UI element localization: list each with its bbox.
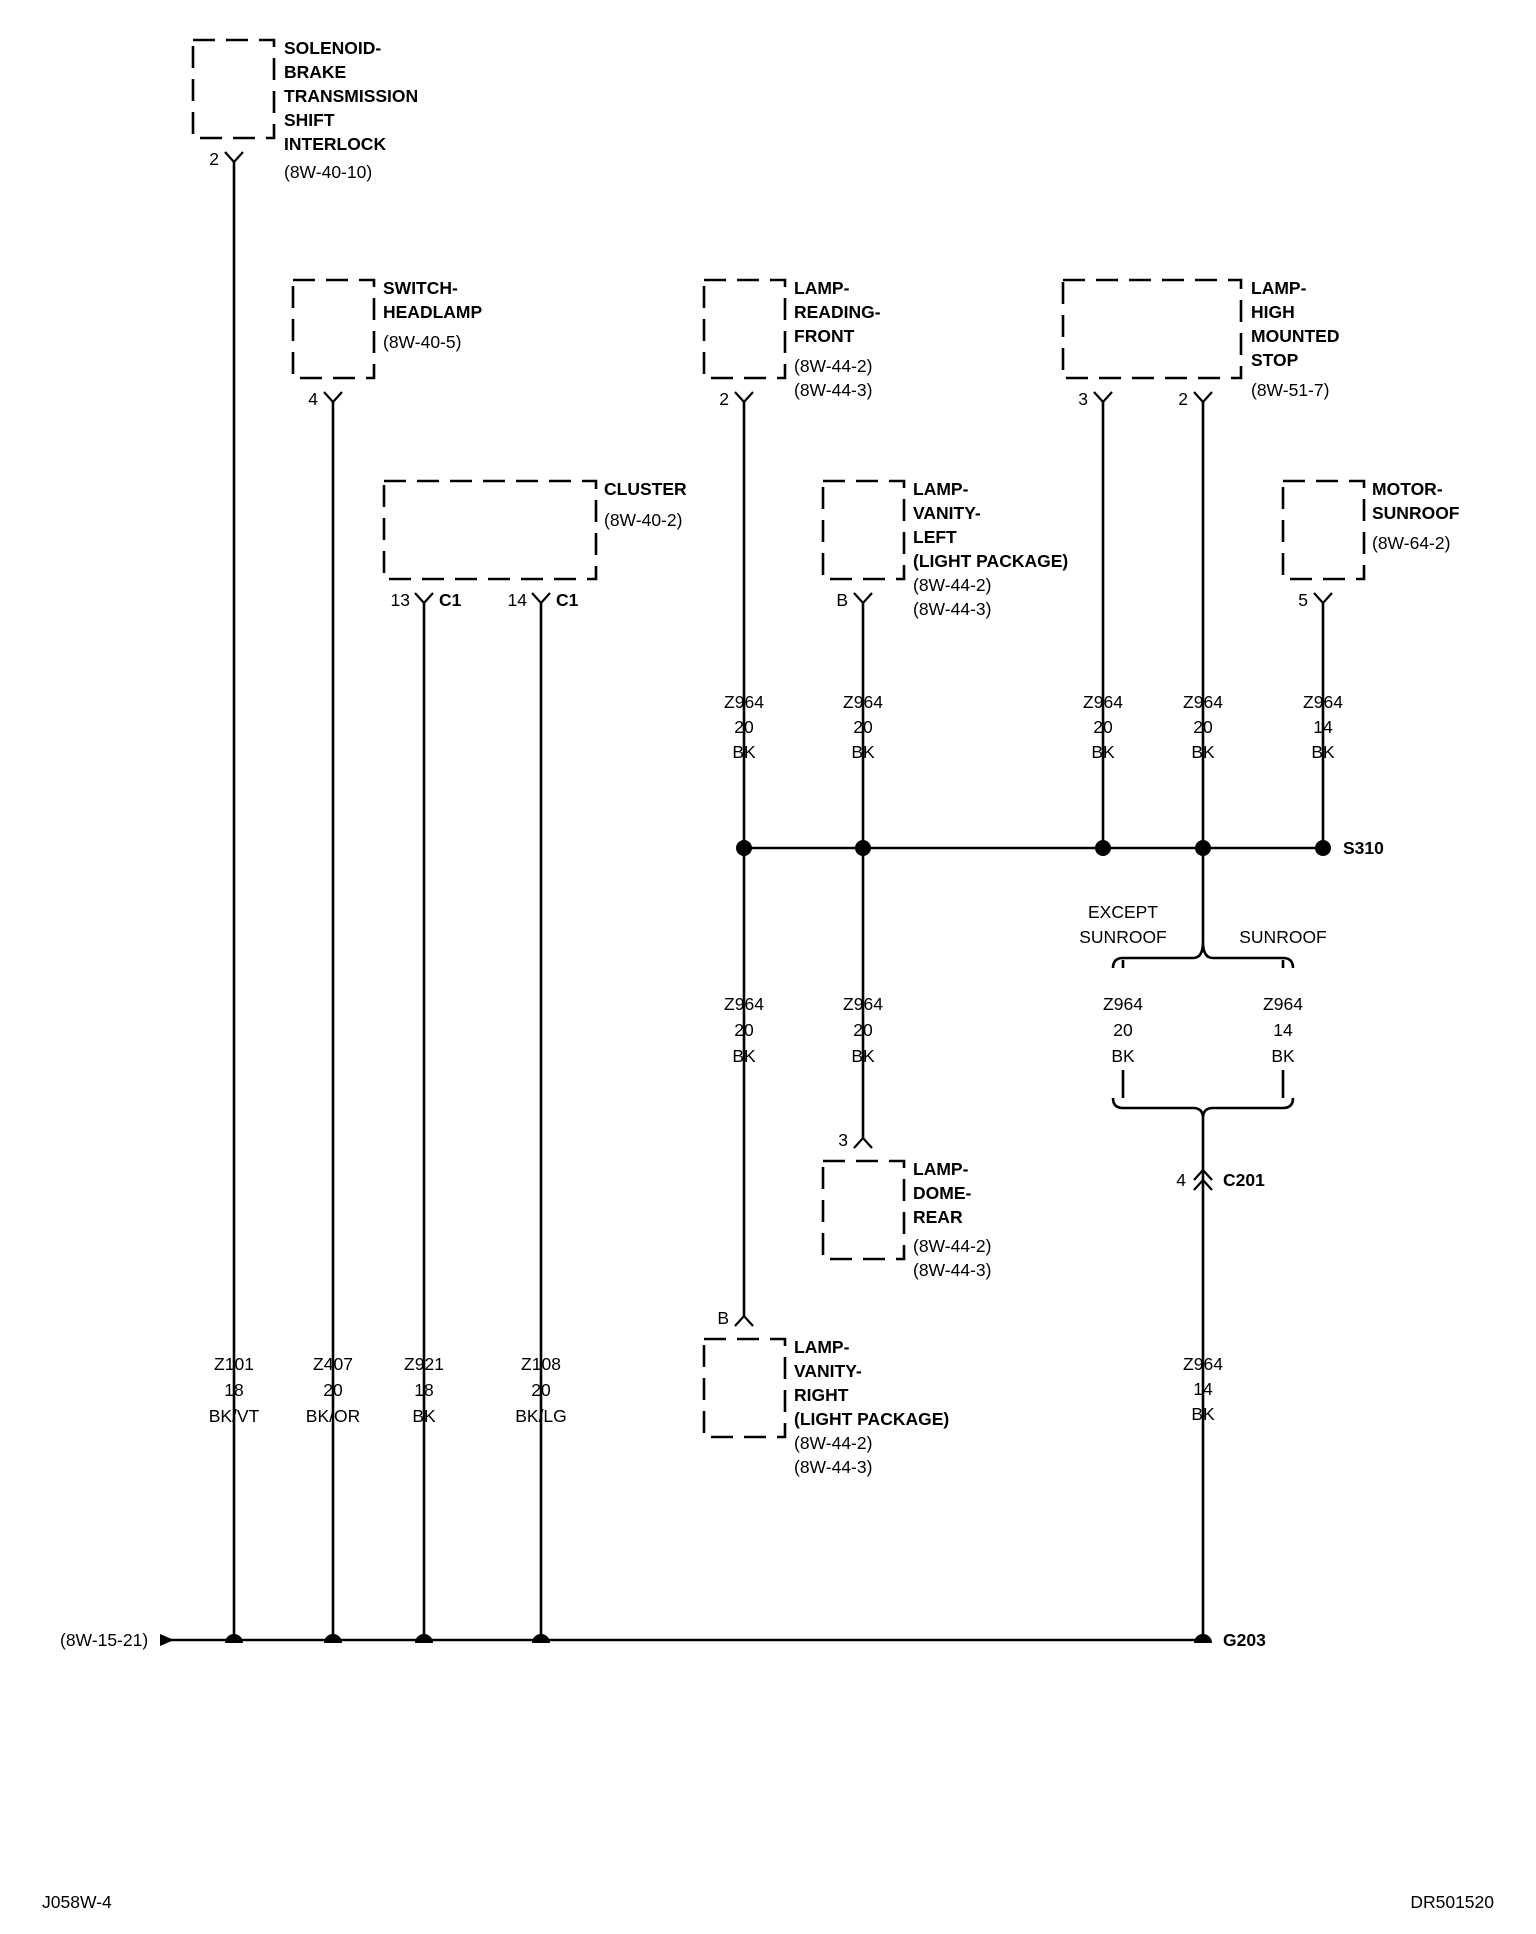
headlamp-switch-label: SWITCH- HEADLAMP — [383, 278, 482, 322]
pin-symbol — [531, 592, 551, 605]
reading-lamp-front-box — [702, 278, 787, 380]
splice-dot — [1315, 840, 1331, 856]
pin-symbol — [1093, 391, 1113, 404]
splice-dots — [736, 840, 1331, 856]
pin-symbol — [1193, 391, 1213, 404]
vanity-lamp-left-label: LAMP- VANITY- LEFT (LIGHT PACKAGE) — [913, 479, 1068, 571]
shift-interlock-box — [191, 38, 276, 140]
pin-symbol — [224, 151, 244, 164]
ground-eyelet — [225, 1634, 243, 1643]
connector-pin-label: 4 — [1176, 1170, 1186, 1190]
ground-ref-label: (8W-15-21) — [60, 1630, 148, 1650]
vanity-lamp-right-ref: (8W-44-2) (8W-44-3) — [794, 1433, 877, 1477]
ground-arrow-icon — [160, 1634, 174, 1646]
ground-eyelet — [324, 1634, 342, 1643]
dome-lamp-rear-label: LAMP- DOME- REAR — [913, 1159, 976, 1227]
option-bracket-bottom — [1111, 1097, 1295, 1119]
pin-symbol — [734, 1314, 754, 1327]
ground-eyelet — [1194, 1634, 1212, 1643]
shift-interlock-label: SOLENOID- BRAKE TRANSMISSION SHIFT INTER… — [284, 38, 423, 154]
footer-left: J058W-4 — [42, 1892, 112, 1912]
cluster-ref: (8W-40-2) — [604, 510, 682, 530]
sunroof-motor-label: MOTOR- SUNROOF — [1372, 479, 1460, 523]
wires — [170, 162, 1325, 1642]
dome-lamp-rear-box — [821, 1159, 906, 1261]
splice-dot — [1195, 840, 1211, 856]
pin-label: 2 — [209, 149, 219, 169]
cluster-label: CLUSTER — [604, 479, 687, 499]
splice-label: S310 — [1343, 838, 1384, 858]
connector-label: C1 — [439, 590, 462, 610]
cluster-box — [382, 479, 598, 581]
vanity-lamp-left-ref: (8W-44-2) (8W-44-3) — [913, 575, 996, 619]
ground-label: G203 — [1223, 1630, 1266, 1650]
reading-lamp-front-ref: (8W-44-2) (8W-44-3) — [794, 356, 877, 400]
shift-interlock-ref: (8W-40-10) — [284, 162, 372, 182]
sunroof-motor-ref: (8W-64-2) — [1372, 533, 1450, 553]
pin-symbol — [323, 391, 343, 404]
footer-right: DR501520 — [1410, 1892, 1494, 1912]
pin-label: 3 — [1078, 389, 1088, 409]
pin-label: 3 — [838, 1130, 848, 1150]
sunroof-motor-box — [1281, 479, 1366, 581]
pin-label: 2 — [1178, 389, 1188, 409]
headlamp-switch-ref: (8W-40-5) — [383, 332, 461, 352]
option-bracket-top — [1111, 941, 1295, 969]
pin-label: 13 — [391, 590, 410, 610]
pin-symbol — [414, 592, 434, 605]
high-mounted-stop-box — [1061, 278, 1243, 380]
splice-dot — [1095, 840, 1111, 856]
headlamp-switch-box — [291, 278, 376, 380]
pin-label: 4 — [308, 389, 318, 409]
splice-dot — [736, 840, 752, 856]
dome-lamp-rear-ref: (8W-44-2) (8W-44-3) — [913, 1236, 996, 1280]
vanity-lamp-left-box — [821, 479, 906, 581]
pin-label: 2 — [719, 389, 729, 409]
ground-eyelet — [415, 1634, 433, 1643]
vanity-lamp-right-box — [702, 1337, 787, 1439]
reading-lamp-front-label: LAMP- READING- FRONT — [794, 278, 885, 346]
pin-symbol — [853, 1136, 873, 1149]
sunroof-label: SUNROOF — [1239, 927, 1327, 947]
connector-label: C1 — [556, 590, 579, 610]
vanity-lamp-right-label: LAMP- VANITY- RIGHT (LIGHT PACKAGE) — [794, 1337, 949, 1429]
high-mounted-stop-ref: (8W-51-7) — [1251, 380, 1329, 400]
connector-name-label: C201 — [1223, 1170, 1265, 1190]
pin-symbol — [853, 592, 873, 605]
ground-eyelets — [225, 1634, 1212, 1643]
pin-label: 5 — [1298, 590, 1308, 610]
pin-symbol — [1313, 592, 1333, 605]
ground-eyelet — [532, 1634, 550, 1643]
pin-label: 14 — [508, 590, 528, 610]
pin-symbols — [224, 151, 1333, 1327]
pin-symbol — [734, 391, 754, 404]
high-mounted-stop-label: LAMP- HIGH MOUNTED STOP — [1251, 278, 1344, 370]
pin-label: B — [717, 1308, 729, 1328]
splice-dot — [855, 840, 871, 856]
pin-label: B — [836, 590, 848, 610]
